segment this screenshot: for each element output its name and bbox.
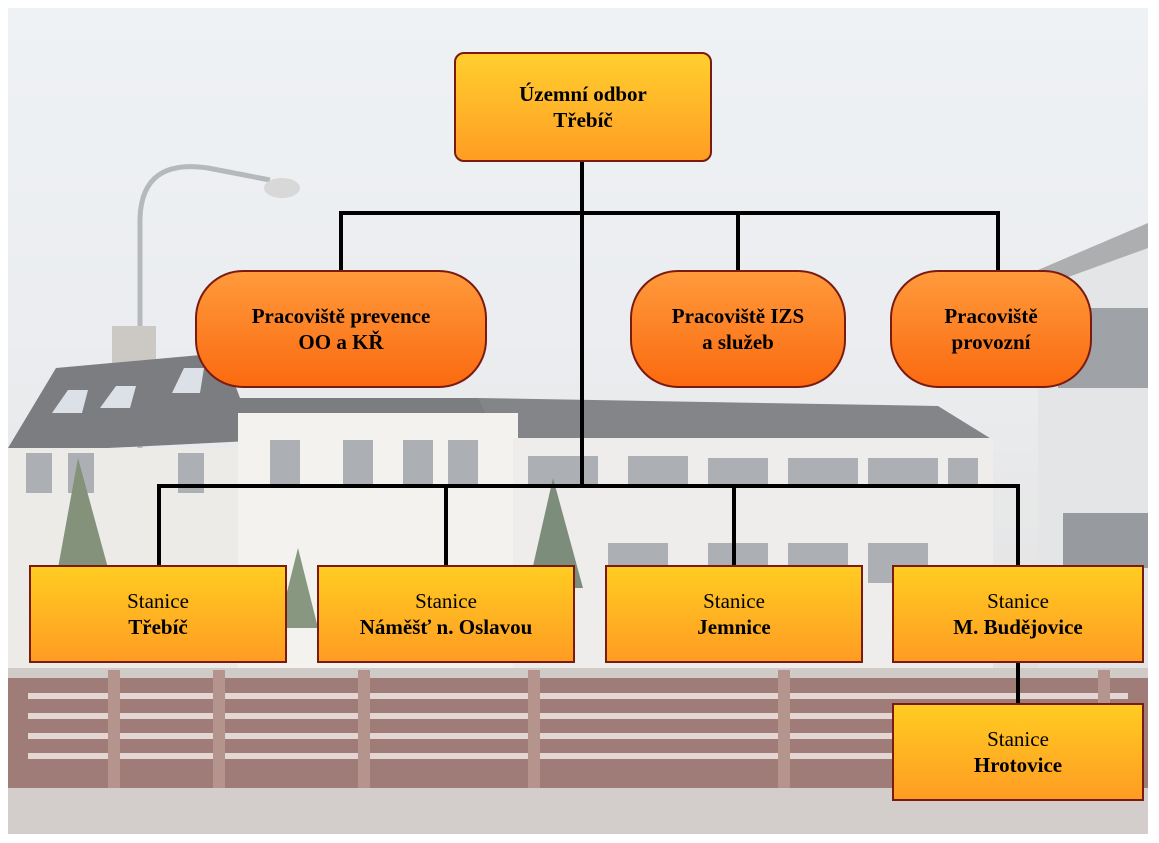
connector-lines — [157, 158, 1020, 706]
station-namest: Stanice Náměšť n. Oslavou — [317, 565, 575, 663]
root-line2: Třebíč — [553, 108, 613, 132]
root-node: Územní odbor Třebíč — [454, 52, 712, 162]
department-izs: Pracoviště IZS a služeb — [630, 270, 846, 388]
station-hrotovice: Stanice Hrotovice — [892, 703, 1144, 801]
department-label: Pracoviště — [944, 303, 1038, 328]
station-budejovice: Stanice M. Budějovice — [892, 565, 1144, 663]
station-label: Stanice — [987, 588, 1049, 613]
station-name: Náměšť n. Oslavou — [359, 615, 533, 639]
station-jemnice: Stanice Jemnice — [605, 565, 863, 663]
station-name: Jemnice — [697, 615, 771, 639]
station-name: M. Budějovice — [953, 615, 1083, 639]
station-name: Třebíč — [128, 615, 188, 639]
department-label: Pracoviště prevence — [251, 303, 431, 328]
department-label: Pracoviště IZS — [671, 303, 805, 328]
department-label: a služeb — [702, 330, 774, 354]
building-photo — [8, 8, 1148, 834]
department-label: provozní — [951, 330, 1031, 354]
station-trebic: Stanice Třebíč — [29, 565, 287, 663]
station-label: Stanice — [703, 588, 765, 613]
station-name: Hrotovice — [973, 753, 1063, 777]
department-prevention: Pracoviště prevence OO a KŘ — [195, 270, 487, 388]
station-label: Stanice — [415, 588, 477, 613]
department-label: OO a KŘ — [298, 330, 384, 354]
org-chart: Územní odbor Třebíč Pracoviště prevence … — [8, 8, 1148, 834]
station-label: Stanice — [987, 726, 1049, 751]
station-label: Stanice — [127, 588, 189, 613]
department-operations: Pracoviště provozní — [890, 270, 1092, 388]
root-line1: Územní odbor — [519, 81, 647, 106]
